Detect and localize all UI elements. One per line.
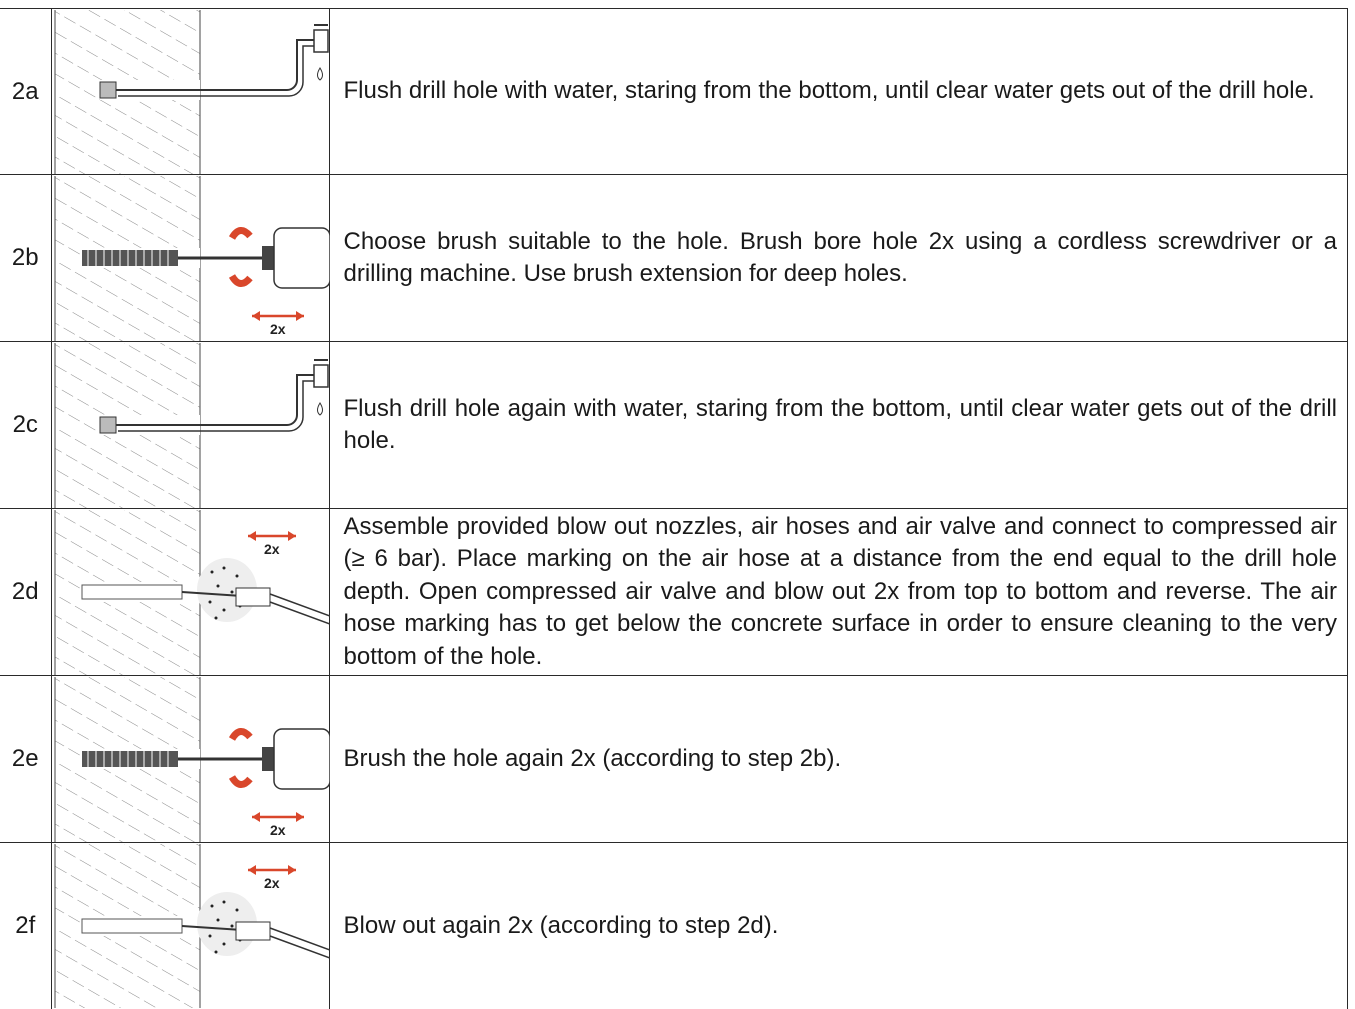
step-description: Blow out again 2x (according to step 2d)… <box>328 842 1348 1009</box>
step-number: 2d <box>0 508 52 676</box>
step-row: 2b <box>0 174 1348 342</box>
step-illustration: 2x <box>50 174 330 342</box>
repeat-label: 2x <box>264 875 280 891</box>
brush-drill-icon: 2x <box>54 676 330 842</box>
water-tap-icon <box>54 342 329 508</box>
step-description: Flush drill hole with water, staring fro… <box>328 8 1348 175</box>
water-tap-icon <box>54 9 329 174</box>
step-description: Brush the hole again 2x (according to st… <box>328 675 1348 843</box>
step-number: 2c <box>0 341 52 509</box>
step-row: 2f 2x <box>0 842 1348 1009</box>
step-row: 2d 2x <box>0 508 1348 676</box>
step-number: 2b <box>0 174 52 342</box>
step-illustration: 2x <box>50 675 330 843</box>
air-nozzle-icon: 2x <box>54 509 330 675</box>
brush-drill-icon: 2x <box>54 175 330 341</box>
step-number: 2f <box>0 842 52 1009</box>
step-illustration: 2x <box>50 508 330 676</box>
step-number: 2a <box>0 8 52 175</box>
step-description: Choose brush suitable to the hole. Brush… <box>328 174 1348 342</box>
step-illustration <box>50 341 330 509</box>
step-number: 2e <box>0 675 52 843</box>
step-illustration <box>50 8 330 175</box>
step-row: 2e <box>0 675 1348 843</box>
air-nozzle-icon: 2x <box>54 843 330 1008</box>
step-row: 2c Flush drill hole again with water, st… <box>0 341 1348 509</box>
cleaning-steps-table: 2a Flush drill hole with water, staring … <box>0 8 1348 1009</box>
repeat-label: 2x <box>270 822 286 838</box>
step-illustration: 2x <box>50 842 330 1009</box>
repeat-label: 2x <box>270 321 286 337</box>
step-description: Flush drill hole again with water, stari… <box>328 341 1348 509</box>
repeat-label: 2x <box>264 541 280 557</box>
step-description: Assemble provided blow out nozzles, air … <box>328 508 1348 676</box>
step-row: 2a Flush drill hole with water, staring … <box>0 8 1348 175</box>
